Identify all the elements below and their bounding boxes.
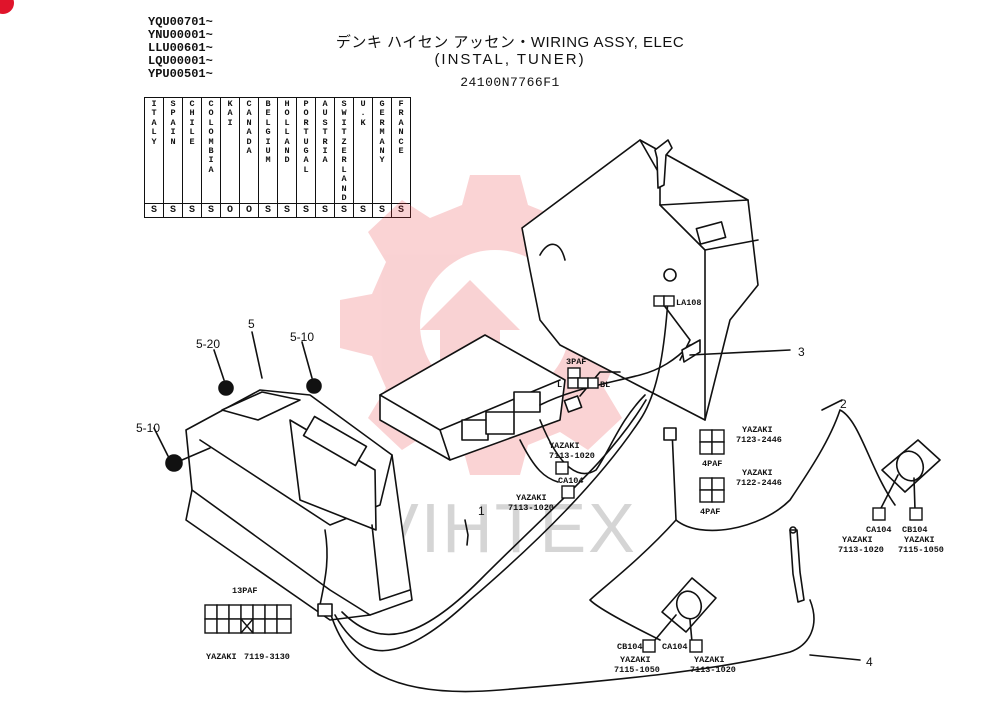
country-value-cell: S: [258, 203, 278, 219]
label-13paf: 13PAF: [232, 586, 258, 596]
connector-13paf: [204, 604, 292, 634]
label-cb104-speaker: CB104: [902, 525, 928, 535]
connector-3paf: [567, 367, 599, 389]
label-yazaki-spk-b1: YAZAKI: [620, 655, 651, 665]
bolt-5-20-icon: [218, 380, 234, 396]
tuner-unit: [379, 334, 566, 461]
label-ca104-bottom: CA104: [662, 642, 688, 652]
serial-item: LQU00001~: [148, 54, 213, 68]
leader-5: [251, 331, 263, 379]
leader-2: [821, 399, 843, 411]
bolt-5-10-top-icon: [306, 378, 322, 394]
leader-1: [464, 519, 469, 546]
label-yazaki-13paf: YAZAKI: [206, 652, 237, 662]
diagram-title: デンキ ハイセン アッセン・WIRING ASSY, ELEC (INSTAL,…: [300, 34, 720, 91]
callout-5-20: 5-20: [196, 337, 220, 351]
label-yazaki-7123-pn: 7123-2446: [736, 435, 782, 445]
label-yazaki-7123: YAZAKI: [742, 425, 773, 435]
serial-item: YNU00001~: [148, 28, 213, 42]
connector-4paf-bottom: [699, 477, 725, 503]
wiring-harness: [317, 299, 896, 693]
speaker-right: [879, 439, 941, 511]
label-3paf-bl: BL: [600, 380, 610, 390]
label-4paf-top: 4PAF: [702, 459, 722, 469]
serial-item: LLU00601~: [148, 41, 213, 55]
connector-la108: [653, 295, 675, 307]
title-line-1: デンキ ハイセン アッセン・WIRING ASSY, ELEC: [335, 34, 685, 51]
country-value-cell: S: [163, 203, 183, 219]
label-yazaki-b: YAZAKI: [516, 493, 547, 503]
callout-5-10-left: 5-10: [136, 421, 160, 435]
label-yazaki-a-pn: 7113-1020: [549, 451, 595, 461]
bolt-5-10-left-icon: [165, 447, 211, 472]
label-yazaki-spk-b2-pn: 7113-1020: [690, 665, 736, 675]
connector-4paf-top: [699, 429, 725, 455]
leader-5-20: [213, 349, 225, 381]
label-yazaki-spk-r2-pn: 7115-1050: [898, 545, 944, 555]
label-3paf-l: L: [557, 380, 562, 390]
label-yazaki-7122: YAZAKI: [742, 468, 773, 478]
country-value-cell: S: [391, 203, 411, 219]
label-cb104-bottom: CB104: [617, 642, 643, 652]
label-yazaki-spk-r1: YAZAKI: [842, 535, 873, 545]
callout-2: 2: [840, 397, 847, 411]
mounting-bracket: [185, 389, 413, 621]
watermark-text: VIHTEX: [372, 489, 637, 567]
connector-ca104-tuner: [555, 461, 575, 499]
country-value-cell: S: [277, 203, 297, 219]
title-line-2: (INSTAL, TUNER): [434, 51, 586, 68]
callout-3: 3: [798, 345, 805, 359]
part-number: 24100N7766F1: [460, 75, 560, 90]
connector-speaker-bottom: [642, 639, 703, 653]
label-yazaki-7122-pn: 7122-2446: [736, 478, 782, 488]
label-3paf: 3PAF: [566, 357, 586, 367]
corner-badge: [0, 0, 14, 14]
label-la108: LA108: [676, 298, 702, 308]
callout-5: 5: [248, 317, 255, 331]
label-4paf-bottom: 4PAF: [700, 507, 720, 517]
label-yazaki-spk-b1-pn: 7115-1050: [614, 665, 660, 675]
serial-item: YPU00501~: [148, 67, 213, 81]
connector-speaker-right: [872, 507, 923, 521]
callout-1: 1: [478, 504, 485, 518]
label-yazaki-b-pn: 7113-1020: [508, 503, 554, 513]
label-yazaki-a: YAZAKI: [549, 441, 580, 451]
serial-list: YQU00701~ YNU00001~ LLU00601~ LQU00001~ …: [148, 16, 213, 81]
antenna-icon: [789, 526, 805, 603]
leader-5-10-top: [301, 341, 313, 379]
label-yazaki-spk-r1-pn: 7113-1020: [838, 545, 884, 555]
leader-4: [809, 654, 861, 661]
speaker-bottom: [654, 577, 717, 643]
callout-4: 4: [866, 655, 873, 669]
label-yazaki-spk-b2: YAZAKI: [694, 655, 725, 665]
leader-5-10-left: [153, 427, 169, 457]
label-yazaki-13paf-pn: 7119-3130: [244, 652, 290, 662]
leader-3: [689, 349, 791, 356]
label-yazaki-spk-r2: YAZAKI: [904, 535, 935, 545]
serial-item: YQU00701~: [148, 15, 213, 29]
label-ca104-speaker: CA104: [866, 525, 892, 535]
label-ca104-tuner: CA104: [558, 476, 584, 486]
callout-5-10-top: 5-10: [290, 330, 314, 344]
